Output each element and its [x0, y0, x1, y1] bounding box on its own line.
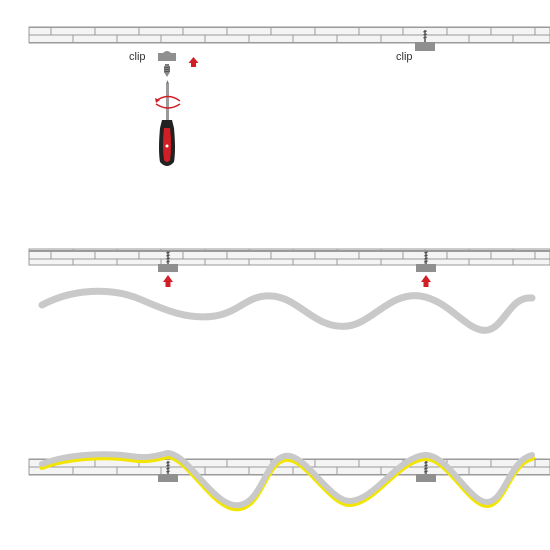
brick-wall-step-2 — [28, 248, 550, 266]
up-arrow-icon — [421, 275, 431, 287]
screw-icon — [163, 64, 171, 77]
clip-right-step-1: clip — [396, 30, 435, 63]
step-2 — [28, 248, 550, 334]
step-3 — [28, 449, 550, 512]
clip-left-step-3 — [158, 461, 178, 482]
led-strip-icon — [39, 449, 535, 512]
clip-left-step-1: clip — [129, 51, 176, 63]
screwdriver-icon — [155, 80, 181, 166]
clip-right-step-2 — [416, 251, 436, 272]
led-strip-icon — [38, 287, 536, 334]
step-1: clip clip — [28, 26, 550, 166]
brick-wall-step-1 — [28, 26, 550, 44]
up-arrow-icon — [188, 57, 199, 67]
clip-label-right: clip — [396, 51, 413, 63]
clip-left-step-2 — [158, 251, 178, 272]
rotation-arrow-icon — [155, 95, 181, 109]
up-arrow-icon — [163, 275, 173, 287]
clip-right-step-3 — [416, 461, 436, 482]
clip-label-left: clip — [129, 51, 146, 63]
